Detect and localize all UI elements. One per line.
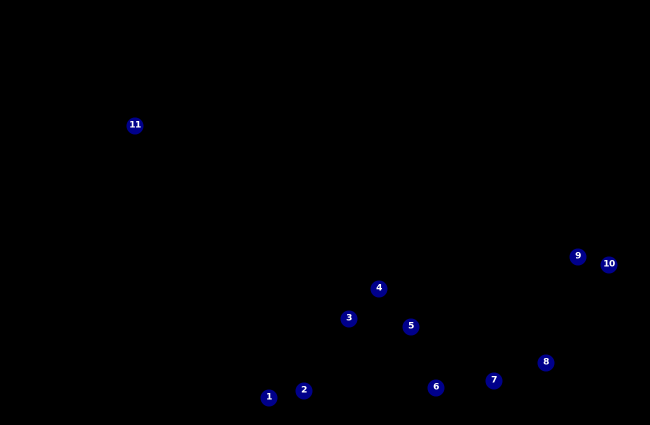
map-marker-5[interactable]: 5: [402, 318, 420, 336]
map-marker-1[interactable]: 1: [260, 389, 278, 407]
map-marker-7[interactable]: 7: [485, 372, 503, 390]
map-marker-8[interactable]: 8: [537, 354, 555, 372]
map-marker-11[interactable]: 11: [126, 117, 144, 135]
map-marker-4[interactable]: 4: [370, 280, 388, 298]
map-marker-10[interactable]: 10: [600, 256, 618, 274]
map-marker-9[interactable]: 9: [569, 248, 587, 266]
map-marker-2[interactable]: 2: [295, 382, 313, 400]
map-marker-6[interactable]: 6: [427, 379, 445, 397]
map-marker-3[interactable]: 3: [340, 310, 358, 328]
